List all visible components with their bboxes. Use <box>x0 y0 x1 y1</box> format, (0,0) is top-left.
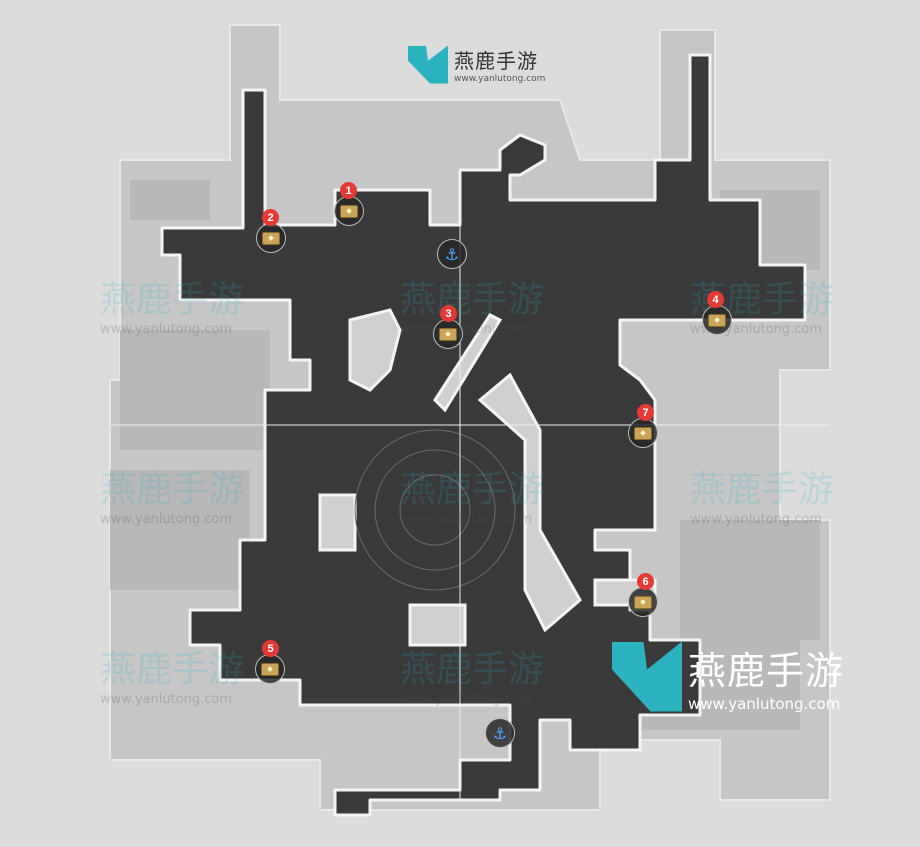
grid-lines <box>110 170 830 800</box>
chest-number-badge: 6 <box>637 573 654 590</box>
treasure-chest-icon <box>708 313 726 327</box>
chest-number-badge: 5 <box>262 640 279 657</box>
chest-number-badge: 3 <box>440 305 457 322</box>
chest-number-badge: 7 <box>637 404 654 421</box>
treasure-chest-icon <box>262 231 280 245</box>
map-walkable-floor <box>160 53 807 817</box>
space-anchor-marker-2[interactable]: ⚓ <box>485 718 515 748</box>
chest-number-badge: 1 <box>340 182 357 199</box>
map-rooms <box>110 180 820 730</box>
chest-marker-2[interactable] <box>256 223 286 253</box>
brand-logo-icon <box>408 45 448 84</box>
central-plaza-pattern <box>354 429 516 591</box>
brand-name: 燕鹿手游 <box>454 49 538 73</box>
top-logo: 燕鹿手游 www.yanlutong.com <box>408 45 545 84</box>
chest-marker-7[interactable] <box>628 418 658 448</box>
space-anchor-marker-1[interactable]: ⚓ <box>437 239 467 269</box>
chest-marker-4[interactable] <box>702 305 732 335</box>
chest-number-badge: 2 <box>262 209 279 226</box>
chest-marker-3[interactable] <box>433 319 463 349</box>
treasure-chest-icon <box>261 662 279 676</box>
chest-marker-5[interactable] <box>255 654 285 684</box>
space-anchor-icon: ⚓ <box>444 244 460 264</box>
treasure-chest-icon <box>439 327 457 341</box>
treasure-chest-icon <box>634 426 652 440</box>
treasure-chest-icon <box>340 204 358 218</box>
brand-name: 燕鹿手游 <box>688 649 845 693</box>
chest-marker-1[interactable] <box>334 196 364 226</box>
bottom-right-logo: 燕鹿手游 www.yanlutong.com <box>612 640 844 713</box>
brand-url: www.yanlutong.com <box>454 74 546 84</box>
chest-marker-6[interactable] <box>628 587 658 617</box>
chest-number-badge: 4 <box>707 291 724 308</box>
brand-logo-icon <box>612 641 682 712</box>
brand-url: www.yanlutong.com <box>688 695 841 713</box>
map-inner-obstacles <box>318 308 657 647</box>
space-anchor-icon: ⚓ <box>492 723 508 743</box>
treasure-chest-icon <box>634 595 652 609</box>
